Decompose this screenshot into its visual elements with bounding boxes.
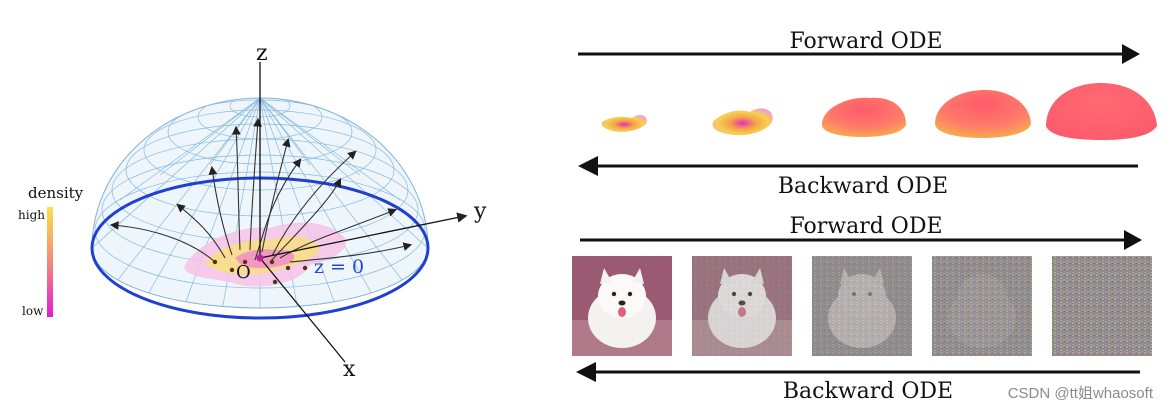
- legend-high: high: [18, 208, 45, 222]
- shape-blob-dome: [1046, 83, 1157, 140]
- trajectory-arrows: [109, 117, 413, 263]
- bottom-backward-label: Backward ODE: [783, 379, 953, 404]
- image-dog-heavy-noise: [932, 256, 1032, 356]
- shape-heart-small: [712, 108, 773, 136]
- image-dog-light-noise: [692, 256, 792, 356]
- axis-x-label: x: [343, 357, 356, 382]
- sample-points: [212, 259, 308, 285]
- bottom-forward-label: Forward ODE: [789, 214, 942, 239]
- shape-heart-tiny: [601, 115, 647, 132]
- legend-low: low: [22, 304, 44, 318]
- bottom-panel: Forward ODE: [572, 214, 1152, 404]
- legend-colorbar: [47, 207, 53, 317]
- origin-label: O: [236, 262, 251, 283]
- legend-title: density: [28, 184, 84, 202]
- density-legend: density high low: [18, 184, 84, 318]
- shape-blob-medium: [822, 97, 906, 137]
- image-pure-noise: [1052, 256, 1152, 356]
- top-backward-label: Backward ODE: [778, 174, 948, 199]
- plane-label: z = 0: [314, 256, 364, 278]
- axis-y-label: y: [473, 199, 487, 224]
- shape-blob-large: [935, 90, 1031, 138]
- image-dog-clean: [572, 256, 672, 356]
- top-panel: Forward ODE Backward ODE: [578, 29, 1157, 199]
- axis-z-label: z: [256, 41, 268, 66]
- top-forward-label: Forward ODE: [789, 29, 942, 54]
- image-dog-medium-noise: [812, 256, 912, 356]
- watermark: CSDN @tt姐whaosoft: [1007, 385, 1153, 402]
- origin-point: [256, 254, 264, 262]
- axes: [259, 62, 468, 363]
- hemisphere-diagram: z y x O z = 0: [90, 41, 487, 382]
